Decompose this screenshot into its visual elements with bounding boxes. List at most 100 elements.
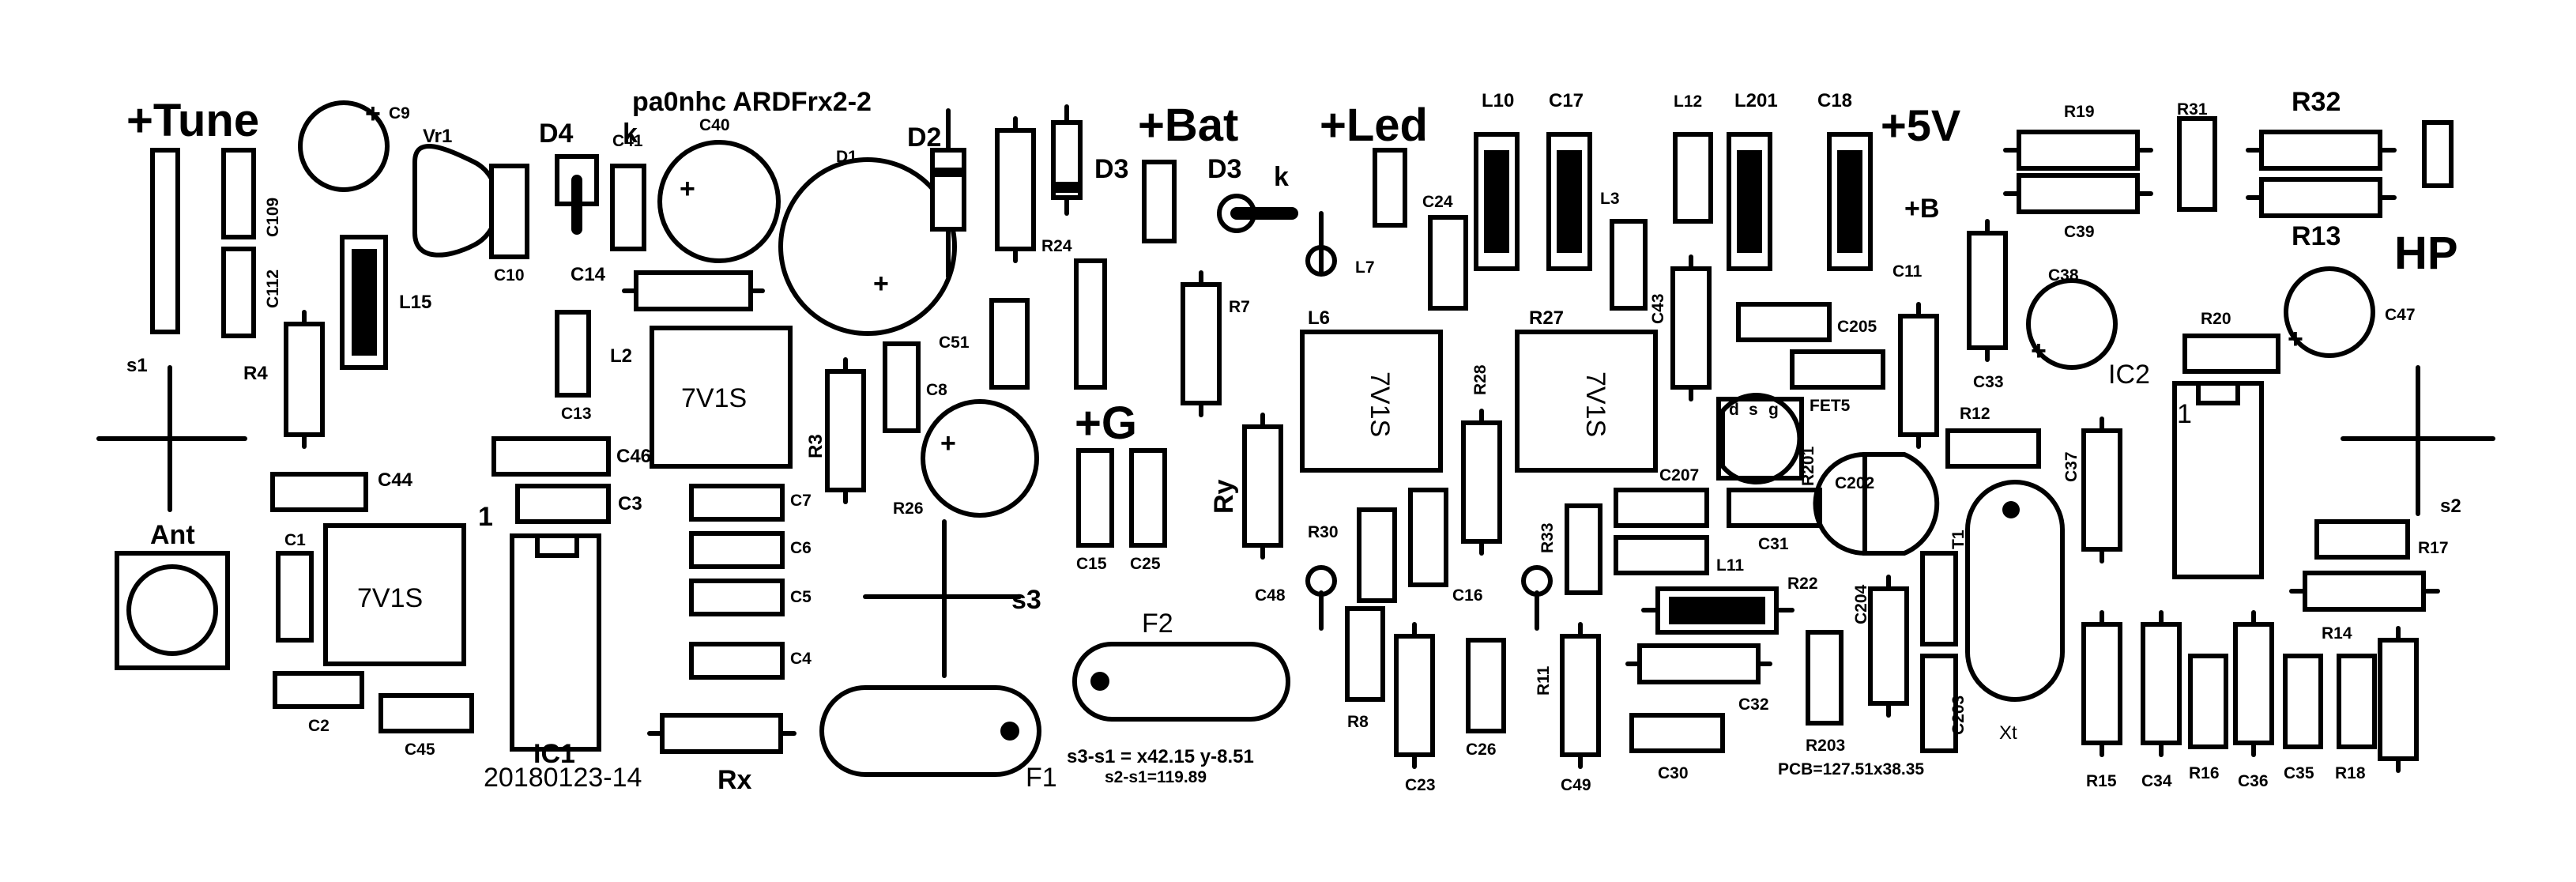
c4-capacitor [689, 642, 785, 680]
c25-label: R30 [1308, 523, 1339, 541]
r16-resistor [2233, 622, 2274, 745]
r14-label: R15 [2086, 772, 2117, 790]
f1-label: F1 [1026, 763, 1057, 793]
mark-s1: s1 [126, 355, 148, 376]
c1-capacitor [276, 551, 314, 643]
r201-label: C11 [1892, 262, 1923, 281]
r11-label: C49 [1561, 776, 1591, 794]
c37-label: R17 [2418, 539, 2449, 557]
d4-k: k [623, 119, 638, 149]
c6-capacitor [689, 531, 785, 569]
t1-label: C202 [1835, 474, 1874, 492]
c8-label: C8 [926, 381, 947, 399]
r26-resistor [995, 128, 1036, 251]
label-b: +B [1904, 194, 1939, 224]
c7-capacitor [689, 484, 785, 522]
r30-pad [1305, 565, 1337, 597]
l15-core [352, 249, 377, 356]
r6-resistor [634, 270, 753, 311]
r24-resistor [1181, 282, 1222, 405]
mark-s2: s2 [2440, 496, 2461, 517]
label-ry: Ry [1209, 479, 1239, 514]
date-code: 20180123-14 [484, 763, 642, 793]
ic2-label: IC2 [2108, 360, 2150, 390]
c5-capacitor [689, 579, 785, 616]
l10-core [1557, 150, 1582, 253]
c6-label: C6 [790, 539, 812, 557]
label-ant: Ant [150, 520, 195, 550]
c49-capacitor [1614, 488, 1709, 528]
c31-capacitor [1614, 535, 1709, 575]
c2-label: C2 [308, 717, 330, 735]
regulator-3-label: 7V1S [1365, 371, 1395, 437]
r31-label: R32 [2292, 87, 2341, 117]
c40-label: C40 [699, 116, 730, 134]
d1-body [930, 148, 966, 232]
c5-label: C5 [790, 588, 812, 606]
fet5-pin-d: d [1729, 401, 1739, 419]
c16-capacitor [1345, 606, 1385, 702]
xt-crystal [1965, 480, 2065, 702]
r14-resistor [2081, 622, 2122, 745]
t1-transistor [1862, 452, 1940, 556]
c12-plus: + [940, 428, 956, 458]
c13-capacitor [555, 310, 591, 398]
c47-label: R20 [2201, 310, 2231, 328]
r201-resistor [1898, 314, 1939, 437]
c44-label: C44 [378, 469, 413, 491]
ic2-pin1: 1 [2177, 399, 2192, 429]
c109-capacitor [221, 148, 256, 239]
c8-capacitor [883, 341, 921, 433]
r20-label: R19 [2064, 103, 2095, 121]
c33-label: C38 [2048, 266, 2079, 285]
vr1-label: Vr1 [423, 126, 452, 147]
l6-label: R27 [1529, 307, 1564, 329]
l7-core [1484, 150, 1509, 253]
c24-label: L3 [1600, 190, 1620, 208]
c34-label: R16 [2189, 764, 2220, 782]
c35-capacitor [2337, 654, 2377, 749]
c11-label: C15 [1076, 555, 1107, 573]
r203-label: C204 [1852, 584, 1870, 624]
c45-label: C45 [405, 741, 435, 759]
f1-crystal [819, 685, 1041, 777]
c203-capacitor [1920, 551, 1958, 646]
c35-label: R18 [2335, 764, 2366, 782]
r17-resistor [2303, 571, 2426, 612]
c23-capacitor [1466, 638, 1506, 733]
c2-capacitor [273, 671, 364, 709]
c14-plus: + [873, 269, 889, 299]
c13-label: C13 [561, 405, 592, 423]
r33-pad [1521, 565, 1553, 597]
regulator-2 [323, 523, 466, 666]
l11-core [1669, 597, 1765, 624]
c30-capacitor [1806, 630, 1843, 726]
r8-resistor [1394, 634, 1435, 757]
d3-k: k [1274, 162, 1289, 192]
ic2-notch [2196, 381, 2240, 405]
c47-capacitor [2182, 334, 2280, 374]
c36-label: C35 [2284, 764, 2314, 782]
c205-capacitor [1790, 349, 1885, 390]
d1-band [932, 168, 964, 177]
label-led: +Led [1320, 100, 1428, 151]
led-pad [1373, 148, 1407, 228]
c207-capacitor [1727, 488, 1822, 528]
regulator-3 [1300, 330, 1443, 473]
c9-label: C9 [389, 104, 410, 122]
c51-label: C51 [939, 334, 970, 352]
c4-label: C4 [790, 650, 812, 668]
label-hp: HP [2394, 228, 2458, 279]
r30-label: C48 [1255, 586, 1286, 605]
xt-label: Xt [1999, 722, 2017, 744]
l201-label: C18 [1817, 90, 1852, 111]
ic1-body [510, 533, 601, 752]
l2-label: L2 [610, 345, 632, 367]
c38-capacitor [2284, 266, 2375, 358]
c12-capacitor [921, 399, 1039, 518]
c40-capacitor [657, 140, 781, 263]
c1-label: C1 [284, 531, 306, 549]
c46-label: C46 [616, 446, 651, 467]
label-rx: Rx [717, 765, 752, 795]
